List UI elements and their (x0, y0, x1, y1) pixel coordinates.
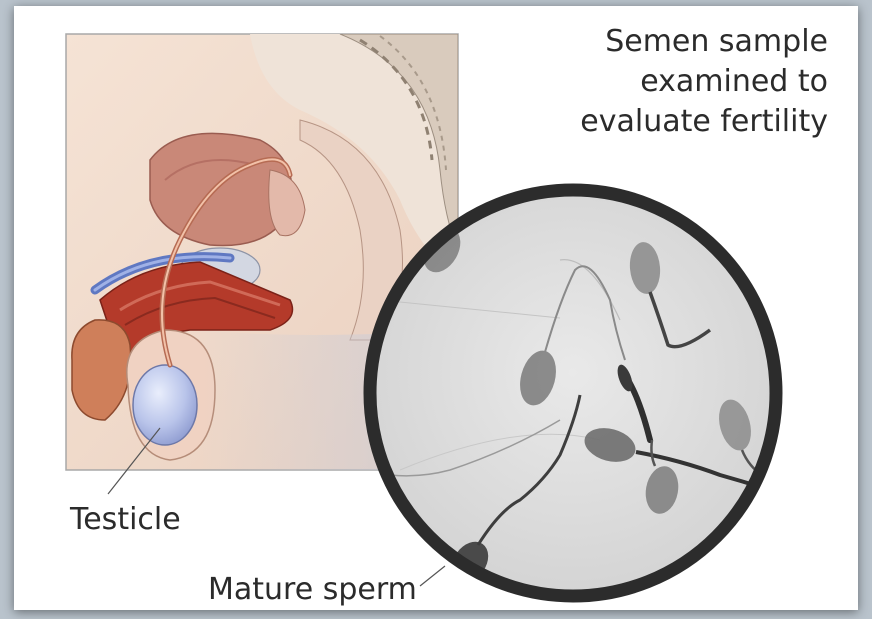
microscope-view (370, 190, 776, 596)
title-line-1: Semen sample (508, 22, 828, 62)
testicle-label: Testicle (70, 500, 181, 540)
title-line-3: evaluate fertility (508, 102, 828, 142)
mature-sperm-label: Mature sperm (208, 570, 417, 610)
title-line-2: examined to (508, 62, 828, 102)
mature-sperm-leader-line (420, 566, 445, 586)
figure-title: Semen sample examined to evaluate fertil… (508, 22, 828, 142)
